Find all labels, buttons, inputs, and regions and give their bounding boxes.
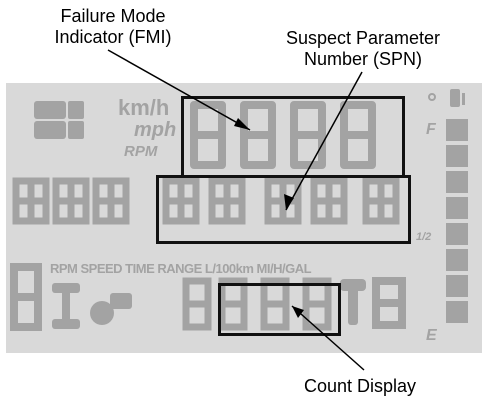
lcd-segments — [10, 89, 468, 331]
fmi-callout-box — [181, 96, 405, 178]
spn-label-line2: Number (SPN) — [303, 49, 423, 69]
count-callout-box — [218, 283, 341, 336]
fuel-empty-label: E — [426, 327, 437, 344]
spn-label-line1: Suspect Parameter — [285, 28, 441, 48]
fmi-label-line2: Indicator (FMI) — [54, 27, 172, 47]
bottom-right-digit — [372, 277, 406, 329]
fuel-pump-icon — [450, 89, 465, 107]
wrench-icon — [340, 279, 366, 325]
count-label: Count Display — [303, 376, 417, 396]
fuel-full-label: F — [426, 121, 436, 138]
degree-icon — [428, 93, 436, 101]
fmi-label: Failure Mode Indicator (FMI) — [18, 6, 208, 48]
phone-status-icon — [34, 101, 84, 139]
fuel-half-label: 1/2 — [416, 231, 432, 243]
drivetrain-icon — [52, 283, 80, 329]
count-digits — [182, 277, 332, 331]
engine-icon — [90, 293, 132, 325]
fmi-label-line1: Failure Mode — [60, 6, 166, 26]
spn-callout-box — [156, 175, 411, 244]
fuel-gauge — [446, 119, 468, 323]
spn-label: Suspect Parameter Number (SPN) — [258, 28, 468, 70]
speed-unit-kmh: km/h — [118, 95, 170, 120]
rpm-label: RPM — [124, 143, 158, 160]
bottom-left-digit — [10, 263, 42, 331]
speed-unit-mph: mph — [134, 119, 177, 141]
unit-legend-row: RPM SPEED TIME RANGE L/100km MI/H/GAL — [50, 261, 312, 276]
